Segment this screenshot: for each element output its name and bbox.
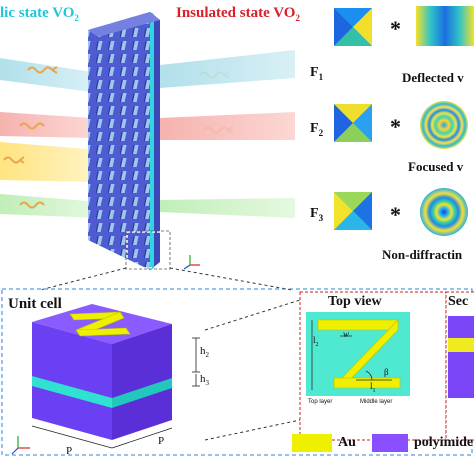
deflection-map-f1 bbox=[416, 6, 474, 46]
caption-f2: Focused v bbox=[408, 159, 464, 174]
caption-f1: Deflected v bbox=[402, 70, 464, 85]
output-beam-f1 bbox=[160, 50, 295, 88]
output-beam-f3 bbox=[160, 198, 295, 218]
caption-f3: Non-diffractin bbox=[382, 247, 463, 262]
unit-cell-3d bbox=[11, 304, 200, 455]
convolution-operator-f2: * bbox=[390, 114, 401, 139]
convolution-operator-f3: * bbox=[390, 202, 401, 227]
axis-glyph-top bbox=[183, 255, 200, 270]
dimension-h2: h2 bbox=[200, 345, 209, 360]
legend-au-swatch bbox=[292, 434, 332, 452]
output-beam-f2 bbox=[160, 112, 295, 140]
legend-polyimide-label: polyimide bbox=[414, 435, 474, 450]
legend-au-label: Au bbox=[338, 435, 356, 450]
top-view-cell bbox=[306, 312, 410, 396]
phase-maps bbox=[334, 6, 474, 236]
bessel-map-f3 bbox=[420, 188, 468, 236]
metallic-state-title: lic state VO2 bbox=[0, 5, 79, 23]
phase-map-f2 bbox=[334, 104, 372, 142]
focusing-map-f2 bbox=[420, 101, 468, 149]
convolution-operator-f1: * bbox=[390, 16, 401, 41]
section-frame bbox=[445, 291, 474, 441]
insulated-state-title: Insulated state VO2 bbox=[176, 5, 300, 23]
incident-beam-blue bbox=[0, 58, 92, 92]
function-label-f1: F1 bbox=[310, 65, 324, 82]
unit-cell-title: Unit cell bbox=[8, 296, 62, 312]
incident-beam-yellow bbox=[0, 142, 100, 182]
middle-layer-label: Middle layer bbox=[360, 399, 393, 405]
function-label-f3: F3 bbox=[310, 206, 324, 223]
dimension-p-bottom: P bbox=[66, 445, 73, 457]
phase-map-f1 bbox=[334, 8, 372, 46]
function-label-f2: F2 bbox=[310, 121, 324, 138]
incident-beam-pink bbox=[0, 112, 92, 138]
legend-polyimide-swatch bbox=[372, 434, 408, 452]
metasurface-top bbox=[88, 12, 160, 37]
incident-beam-green bbox=[0, 194, 100, 218]
top-view-beta: β bbox=[384, 367, 389, 377]
section-title: Sec bbox=[448, 294, 469, 309]
dimension-h3: h3 bbox=[200, 373, 209, 388]
dimension-p-right: P bbox=[158, 435, 165, 447]
unit-cell-highlight bbox=[126, 231, 170, 269]
metasurface-panel bbox=[0, 12, 295, 270]
top-view-title: Top view bbox=[328, 294, 382, 309]
zoom-connectors bbox=[39, 267, 301, 441]
phase-map-f3 bbox=[334, 192, 372, 230]
top-view-w: w bbox=[343, 329, 350, 339]
top-layer-label: Top layer bbox=[308, 399, 333, 405]
metasurface-edge-stripe bbox=[150, 12, 154, 270]
metasurface-front bbox=[88, 12, 150, 270]
top-view-l2: l2 bbox=[313, 335, 319, 348]
z-resonator-3d bbox=[69, 311, 131, 337]
top-view-l1: l1 bbox=[370, 381, 376, 394]
